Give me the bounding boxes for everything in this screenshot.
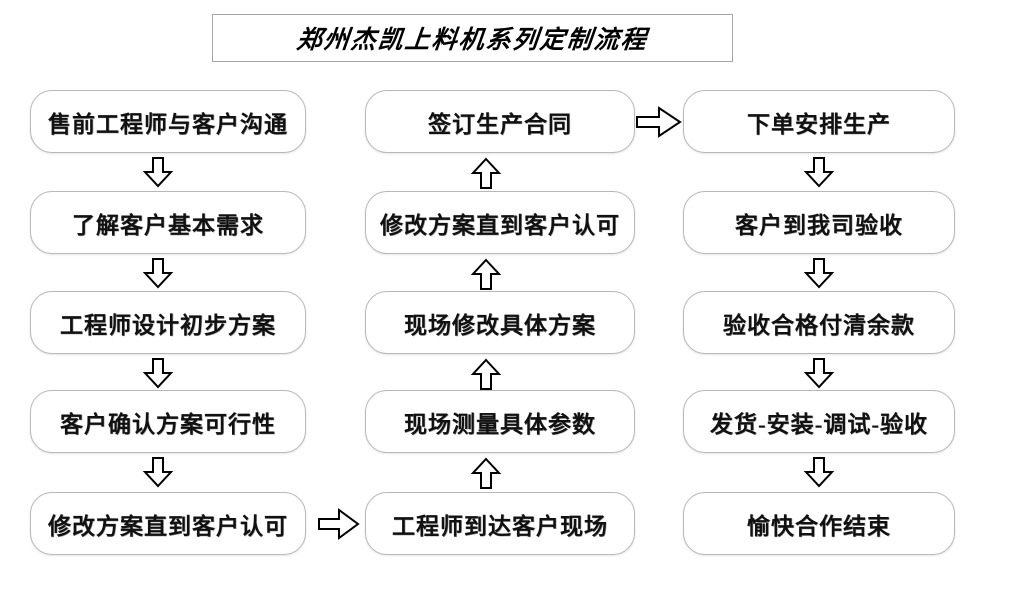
arrow-down-icon-left-2 (142, 258, 174, 289)
arrow-down-icon-right-4 (803, 457, 835, 488)
arrow-down-icon-right-3 (803, 358, 835, 389)
arrow-down-icon-right-1 (803, 157, 835, 188)
node-right-4[interactable]: 发货-安装-调试-验收 (683, 390, 955, 453)
node-right-5-label: 愉快合作结束 (747, 513, 891, 539)
arrow-up-icon-middle-2 (470, 258, 502, 290)
node-middle-4[interactable]: 现场测量具体参数 (365, 390, 635, 453)
node-left-2-label: 了解客户基本需求 (72, 212, 264, 238)
arrow-up-icon-middle-4 (470, 457, 502, 489)
node-right-3-label: 验收合格付清余款 (723, 312, 915, 338)
node-left-4[interactable]: 客户确认方案可行性 (30, 390, 306, 453)
node-left-1[interactable]: 售前工程师与客户沟通 (30, 90, 306, 153)
node-left-4-label: 客户确认方案可行性 (60, 411, 276, 437)
node-right-1-label: 下单安排生产 (747, 111, 891, 137)
arrow-right-icon-middle-to-right (636, 106, 682, 138)
arrow-up-icon-middle-1 (470, 157, 502, 189)
node-left-5[interactable]: 修改方案直到客户认可 (30, 492, 306, 555)
arrow-up-icon-middle-3 (470, 358, 502, 390)
node-right-2[interactable]: 客户到我司验收 (683, 191, 955, 254)
arrow-down-icon-right-2 (803, 258, 835, 289)
node-middle-3-label: 现场修改具体方案 (404, 312, 596, 338)
node-middle-2-label: 修改方案直到客户认可 (380, 212, 620, 238)
node-middle-5[interactable]: 工程师到达客户现场 (365, 492, 635, 555)
arrow-down-icon-left-1 (142, 157, 174, 188)
node-left-5-label: 修改方案直到客户认可 (48, 513, 288, 539)
arrow-down-icon-left-3 (142, 358, 174, 389)
node-right-4-label: 发货-安装-调试-验收 (710, 411, 928, 437)
node-left-3[interactable]: 工程师设计初步方案 (30, 291, 306, 354)
arrow-right-icon-left-to-middle (318, 508, 360, 540)
node-right-1[interactable]: 下单安排生产 (683, 90, 955, 153)
chart-title-text: 郑州杰凯上料机系列定制流程 (295, 27, 650, 54)
node-left-1-label: 售前工程师与客户沟通 (48, 111, 288, 137)
node-middle-1-label: 签订生产合同 (428, 111, 572, 137)
node-right-3[interactable]: 验收合格付清余款 (683, 291, 955, 354)
node-middle-3[interactable]: 现场修改具体方案 (365, 291, 635, 354)
arrow-down-icon-left-4 (142, 457, 174, 488)
node-left-2[interactable]: 了解客户基本需求 (30, 191, 306, 254)
chart-title-box: 郑州杰凯上料机系列定制流程 (212, 14, 733, 62)
node-left-3-label: 工程师设计初步方案 (60, 312, 276, 338)
node-middle-1[interactable]: 签订生产合同 (365, 90, 635, 153)
node-right-2-label: 客户到我司验收 (735, 212, 903, 238)
node-right-5[interactable]: 愉快合作结束 (683, 492, 955, 555)
node-middle-5-label: 工程师到达客户现场 (392, 513, 608, 539)
node-middle-2[interactable]: 修改方案直到客户认可 (365, 191, 635, 254)
node-middle-4-label: 现场测量具体参数 (404, 411, 596, 437)
